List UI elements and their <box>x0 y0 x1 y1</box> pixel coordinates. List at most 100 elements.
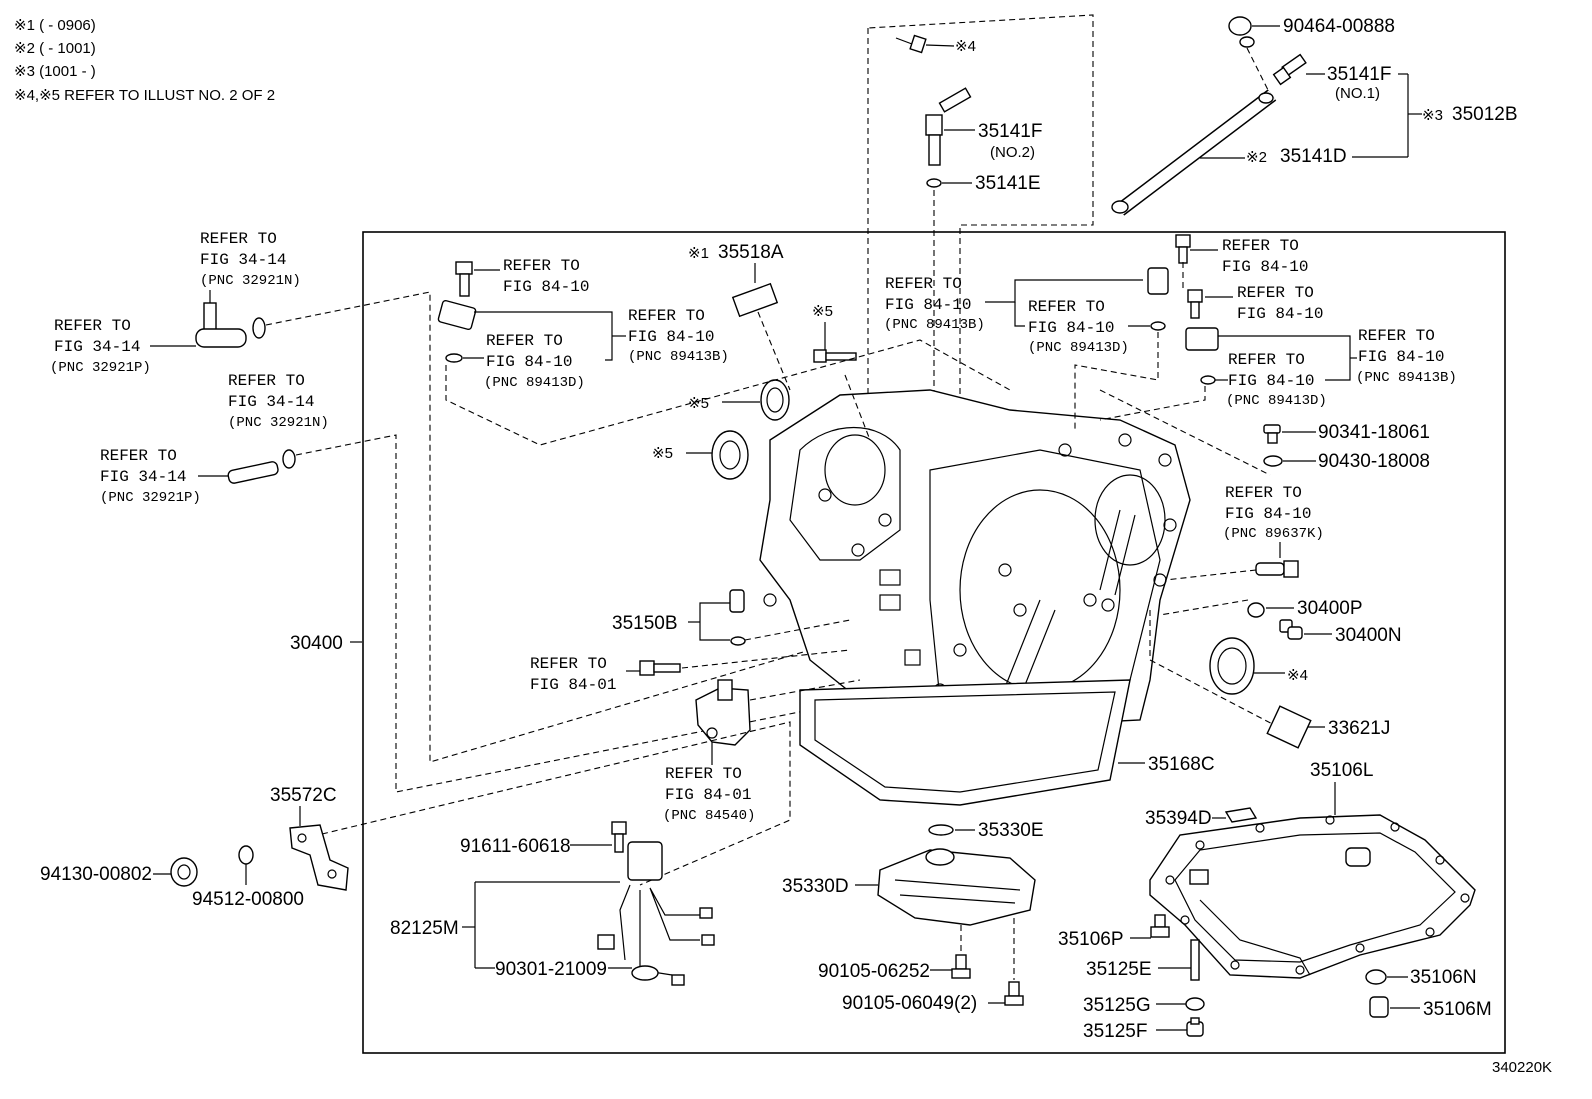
label-30400: 30400 <box>290 633 343 654</box>
pan-gasket-35168C-icon <box>799 679 1131 806</box>
ref-3414-left-line2: FIG 34-14 <box>54 338 140 356</box>
ref-8410i-line3: (PNC 89413D) <box>1226 393 1327 409</box>
ref-8401b-line2: FIG 84-01 <box>665 786 751 804</box>
label-35141D: 35141D <box>1280 146 1347 167</box>
bolt-8401-icon <box>639 660 681 676</box>
label-35125G: 35125G <box>1083 995 1151 1016</box>
plug-35106M-icon <box>1369 996 1389 1018</box>
label-35125F: 35125F <box>1083 1021 1147 1042</box>
plug-35125F-icon <box>1186 1017 1204 1037</box>
left-cooler-fittings: REFER TO FIG 34-14 (PNC 32921N) REFER TO… <box>50 230 861 793</box>
ref-8410b-line3: (PNC 89413B) <box>628 349 729 365</box>
union-bolt-no1-icon <box>1272 53 1307 86</box>
label-35106M: 35106M <box>1423 999 1492 1020</box>
speed-sensor-center-icon <box>1147 234 1191 331</box>
oil-seal-lower-icon <box>711 430 749 480</box>
label-30400P: 30400P <box>1297 598 1363 619</box>
ref-8410f-line2: FIG 84-10 <box>1222 258 1308 276</box>
ref-8410c-line3: (PNC 89413D) <box>484 375 585 391</box>
o-ring-35330E-icon <box>928 824 954 836</box>
label-91611: 91611-60618 <box>460 836 571 857</box>
ref-8401a-line2: FIG 84-01 <box>530 676 616 694</box>
bolt-91611-icon <box>611 821 627 853</box>
label-35141D-prefix: ※2 <box>1246 149 1267 166</box>
label-90464: 90464-00888 <box>1283 16 1395 37</box>
label-mark4-seal: ※4 <box>1287 667 1308 684</box>
ref-8410g-line1: REFER TO <box>1237 284 1314 302</box>
ref-8410h-line3: (PNC 89413B) <box>1356 370 1457 386</box>
label-35106L: 35106L <box>1310 760 1373 781</box>
wire-harness-82125M-icon <box>597 841 715 986</box>
note-2: ※2 ( - 1001) <box>14 40 96 57</box>
label-35141F-no1-sub: (NO.1) <box>1335 85 1380 102</box>
ref-8410i-line1: REFER TO <box>1228 351 1305 369</box>
oil-cooler-pipe-group: ※4 90464-00888 35141F (NO.1) ※3 35012B <box>895 16 1518 500</box>
ref-8410g-line2: FIG 84-10 <box>1237 305 1323 323</box>
note-4: ※4,※5 REFER TO ILLUST NO. 2 OF 2 <box>14 87 275 104</box>
ref-8410h-line1: REFER TO <box>1358 327 1435 345</box>
ref-8410h-line2: FIG 84-10 <box>1358 348 1444 366</box>
washer-30400P-icon <box>1247 602 1265 618</box>
ref-8410d-line3: (PNC 89413B) <box>884 317 985 333</box>
label-35330D: 35330D <box>782 876 849 897</box>
neutral-switch-icon <box>695 679 751 746</box>
label-35012B: 35012B <box>1452 104 1518 125</box>
pipe-group-outline <box>867 14 1094 421</box>
gasket-35125G-icon <box>1185 997 1205 1011</box>
label-90105a: 90105-06252 <box>818 961 930 982</box>
label-35106N: 35106N <box>1410 967 1477 988</box>
ref-3414-mid-line1: REFER TO <box>228 372 305 390</box>
ref-8410e-line1: REFER TO <box>1028 298 1105 316</box>
label-35141F-no2-sub: (NO.2) <box>990 144 1035 161</box>
valve-35150B-icon <box>729 589 746 646</box>
label-plate-35518A-icon <box>731 282 779 318</box>
ref-8410j-line2: FIG 84-10 <box>1225 505 1311 523</box>
oil-strainer-35330D-icon <box>877 848 1036 926</box>
label-35168C: 35168C <box>1148 754 1215 775</box>
speed-sensor-left-icon <box>437 261 477 363</box>
bolt-90105a-icon <box>951 954 971 979</box>
label-33621J: 33621J <box>1328 718 1390 739</box>
union-fitting-no2-icon <box>925 87 972 166</box>
label-30400N: 30400N <box>1335 625 1402 646</box>
hose-fitting-lower-icon <box>227 449 296 484</box>
label-35572C: 35572C <box>270 785 337 806</box>
label-90105b: 90105-06049(2) <box>842 993 977 1014</box>
ref-3414-mid-line3: (PNC 32921N) <box>228 415 329 431</box>
label-mark5-seal-upper: ※5 <box>688 395 709 412</box>
label-35106P: 35106P <box>1058 929 1124 950</box>
bolt-mark4-icon <box>895 34 927 54</box>
bolt-mark5-icon <box>813 349 857 363</box>
oil-seal-mark4-icon <box>1209 637 1255 695</box>
ref-8410a-line2: FIG 84-10 <box>503 278 589 296</box>
transaxle-case <box>759 389 1191 731</box>
ref-3414-low-line2: FIG 34-14 <box>100 468 186 486</box>
ref-3414-top-line3: (PNC 32921N) <box>200 273 301 289</box>
ref-3414-top-line2: FIG 34-14 <box>200 251 286 269</box>
speed-sensor-right-icon <box>1185 289 1219 385</box>
note-3: ※3 (1001 - ) <box>14 63 96 80</box>
ref-8410d-line2: FIG 84-10 <box>885 296 971 314</box>
ref-3414-left-line3: (PNC 32921P) <box>50 360 151 376</box>
o-ring-90301-icon <box>631 965 659 981</box>
oil-seal-upper-icon <box>760 379 790 421</box>
bolt-35106P-icon <box>1150 914 1170 938</box>
ref-8410d-line1: REFER TO <box>885 275 962 293</box>
ref-8410c-line1: REFER TO <box>486 332 563 350</box>
label-90301: 90301-21009 <box>495 959 607 980</box>
ref-8410b-line1: REFER TO <box>628 307 705 325</box>
o-ring-35141E-icon <box>926 178 942 188</box>
label-82125M: 82125M <box>390 918 459 939</box>
ref-3414-low-line3: (PNC 32921P) <box>100 490 201 506</box>
cooler-pipe-35141D <box>1111 89 1277 216</box>
ref-8410b-line2: FIG 84-10 <box>628 328 714 346</box>
ref-8410j-line3: (PNC 89637K) <box>1223 526 1324 542</box>
gasket-90430-icon <box>1263 455 1283 467</box>
label-94512: 94512-00800 <box>192 889 304 910</box>
label-35394D: 35394D <box>1145 808 1212 829</box>
bolt-35125E-icon <box>1190 939 1200 981</box>
ref-3414-low-line1: REFER TO <box>100 447 177 465</box>
ref-8410a-line1: REFER TO <box>503 257 580 275</box>
ref-8410e-line3: (PNC 89413D) <box>1028 340 1129 356</box>
bolt-90105b-icon <box>1004 981 1024 1006</box>
